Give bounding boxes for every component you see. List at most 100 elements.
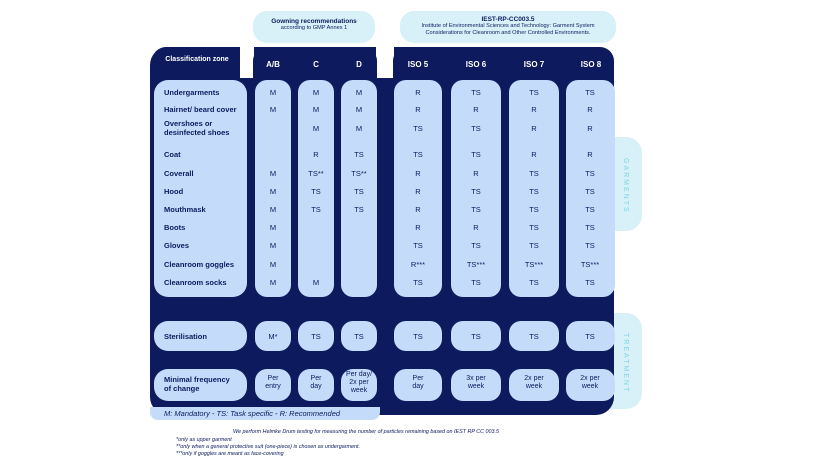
sterilisation-ab-pill <box>255 321 291 351</box>
garment-cell-iso8: TS <box>585 278 595 287</box>
garment-cell-d: TS <box>354 187 364 196</box>
sterilisation-iso7-pill <box>509 321 559 351</box>
iest-subtitle-line2: Considerations for Cleanroom and Other C… <box>425 30 591 36</box>
frequency-line: week <box>581 383 599 390</box>
garment-cell-iso8: R <box>587 150 593 159</box>
garment-row-label: Mouthmask <box>164 205 206 214</box>
garment-cell-iso6: R <box>473 105 479 114</box>
frequency-label: Minimal frequency of change <box>164 375 230 393</box>
garment-cell-iso5: R*** <box>410 260 426 269</box>
garment-row-label: Boots <box>164 223 186 232</box>
garments-tab-label: GARMENTS <box>622 158 629 214</box>
garment-row-label: Hood <box>164 187 184 196</box>
sterilisation-label-pill <box>154 321 247 351</box>
sterilisation-iso7: TS <box>529 332 539 341</box>
garment-cell-iso7: TS <box>529 205 539 214</box>
sterilisation-iso8-pill <box>566 321 615 351</box>
gowning-title: Gowning recommendations <box>271 18 357 25</box>
sterilisation-iso8: TS <box>585 332 595 341</box>
column-header-iso7: ISO 7 <box>523 60 545 69</box>
garment-cell-c: TS** <box>308 169 324 178</box>
frequency-label-pill <box>154 369 247 401</box>
garment-cell-iso5: R <box>415 169 421 178</box>
column-header-ab: A/B <box>266 60 280 69</box>
garment-cell-iso5: R <box>415 187 421 196</box>
frequency-line: week <box>467 383 485 390</box>
frequency-line: 3x per <box>466 375 486 382</box>
garment-row-label: Undergarments <box>164 88 220 97</box>
column-ab-pill <box>255 80 291 297</box>
garment-cell-ab: M <box>269 169 277 178</box>
frequency-line: Per <box>310 375 322 382</box>
garment-cell-c: M <box>312 88 320 97</box>
garment-row-label: Gloves <box>164 241 190 250</box>
sterilisation-d: TS <box>354 332 364 341</box>
garment-cell-iso6: TS <box>471 124 481 133</box>
frequency-line: day <box>412 383 424 390</box>
garment-cell-ab: M <box>269 88 277 97</box>
garment-row-label: Coverall <box>164 169 194 178</box>
sterilisation-d-pill <box>341 321 377 351</box>
garment-cell-iso6: TS <box>471 88 481 97</box>
iest-title: IEST-RP-CC003.5 <box>481 16 535 23</box>
garment-cell-iso7: R <box>531 124 537 133</box>
sterilisation-c-pill <box>298 321 334 351</box>
garment-row-label: Cleanroom goggles <box>164 260 235 269</box>
column-iso6-pill <box>451 80 501 297</box>
frequency-line: week <box>525 383 543 390</box>
frequency-line: Per day/ <box>345 371 373 378</box>
garment-cell-iso7: TS <box>529 88 539 97</box>
testing-note: We perform Helmke Drum testing for measu… <box>233 429 500 435</box>
garment-cell-iso8: TS <box>585 205 595 214</box>
legend-text: M: Mandatory - TS: Task specific - R: Re… <box>164 409 341 418</box>
classification-zone-label: Classification zone <box>165 56 229 63</box>
sterilisation-iso5-pill <box>394 321 442 351</box>
frequency-line: 2x per <box>580 375 600 382</box>
frequency-iso8-pill <box>566 369 615 401</box>
frequency-line: 2x per <box>349 379 369 386</box>
garment-cell-d: M <box>355 105 363 114</box>
garment-cell-iso8: TS <box>585 169 595 178</box>
iso-header-block <box>393 47 614 81</box>
garment-cell-c: R <box>313 150 319 159</box>
garment-cell-iso8: TS <box>585 187 595 196</box>
garment-cell-iso5: R <box>415 105 421 114</box>
garment-cell-iso8: R <box>587 124 593 133</box>
gowning-recommendations-header: Gowning recommendations according to GMP… <box>253 11 375 43</box>
garment-row-label: Cleanroom socks <box>164 278 227 287</box>
sterilisation-label: Sterilisation <box>164 332 207 341</box>
frequency-line: day <box>310 383 322 390</box>
column-header-d: D <box>356 60 362 69</box>
footnote-2: **only when a general protective suit (o… <box>176 444 360 450</box>
garment-cell-iso6: TS <box>471 278 481 287</box>
frequency-label-line2: of change <box>164 384 200 393</box>
garment-cell-iso6: TS <box>471 205 481 214</box>
garment-cell-c: M <box>312 124 320 133</box>
column-iso5-pill <box>394 80 442 297</box>
garment-cell-iso5: TS <box>413 241 423 250</box>
garment-cell-iso7: TS <box>529 169 539 178</box>
garment-cell-ab: M <box>269 260 277 269</box>
garment-cell-iso5: R <box>415 88 421 97</box>
garment-cell-ab: M <box>269 278 277 287</box>
garment-cell-iso8: TS <box>585 223 595 232</box>
garment-cell-d: TS** <box>351 169 367 178</box>
garment-cell-iso6: TS <box>471 150 481 159</box>
gmp-header-block <box>253 47 377 81</box>
garment-cell-iso7: TS <box>529 278 539 287</box>
frequency-line: entry <box>265 383 281 390</box>
garment-cell-ab: M <box>269 223 277 232</box>
garment-cell-iso5: TS <box>413 278 423 287</box>
frequency-c-pill <box>298 369 334 401</box>
garment-cell-iso8: R <box>587 105 593 114</box>
treatment-tab-label: TREATMENT <box>622 333 629 394</box>
garment-cell-iso5: R <box>415 205 421 214</box>
garment-cell-iso6: TS <box>471 241 481 250</box>
garment-cell-d: M <box>355 124 363 133</box>
garment-cell-d: TS <box>354 205 364 214</box>
frequency-iso5-pill <box>394 369 442 401</box>
gowning-subtitle: according to GMP Annex 1 <box>280 25 348 31</box>
